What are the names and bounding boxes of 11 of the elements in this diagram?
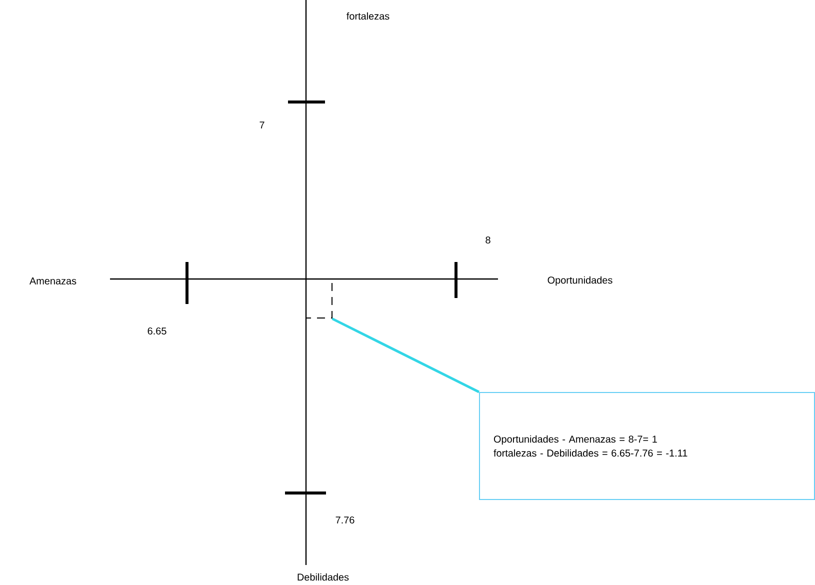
dashed-marker bbox=[306, 282, 332, 318]
axis-label: 7.76 bbox=[336, 516, 354, 524]
axis-label: Amenazas bbox=[30, 278, 76, 284]
axis-label: 6.65 bbox=[148, 327, 166, 335]
axis-label: Oportunidades bbox=[548, 276, 612, 286]
leader-line bbox=[332, 318, 480, 394]
axis-label: 8 bbox=[486, 236, 490, 244]
result-box: Oportunidades - Amenazas = 8-7= 1 fortalezas - Debilidades = 6.65-7.76 = -1.11 bbox=[479, 392, 815, 500]
axis-label: fortalezas bbox=[346, 12, 390, 20]
axis-label: 7 bbox=[260, 122, 264, 128]
axis-label: Debilidades bbox=[298, 573, 349, 581]
